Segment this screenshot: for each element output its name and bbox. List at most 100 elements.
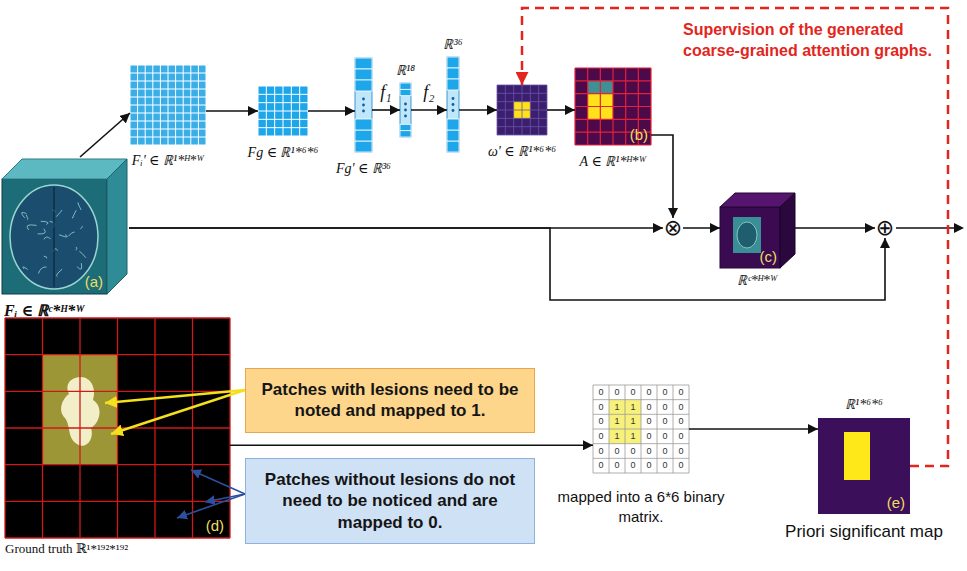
ellipsis-dot (452, 103, 455, 106)
grid-line (575, 119, 651, 120)
vector-ground (447, 57, 459, 152)
grid-line (575, 80, 651, 81)
grid-line (130, 65, 206, 66)
matrix-cell: 0 (593, 458, 609, 473)
matrix-cell: 0 (609, 458, 625, 473)
matrix-cell: 1 (625, 414, 641, 429)
grid-line (5, 354, 230, 355)
brain-midline (53, 187, 55, 287)
grid-line (575, 67, 651, 68)
flow-arrow (683, 227, 720, 229)
brain-texture (68, 232, 74, 236)
grid-line (130, 105, 206, 106)
function-label: f₁ (380, 82, 391, 103)
panel-tag: (c) (760, 248, 778, 265)
matrix-cell: 0 (673, 400, 689, 415)
matrix-cell: 0 (657, 414, 673, 429)
supervision-arrow (522, 8, 948, 466)
vector-cell (400, 124, 411, 130)
flow-arrow (411, 109, 447, 111)
vector-cell (447, 68, 459, 79)
tensor-label: ℝ³⁶ (443, 34, 462, 53)
flow-arrow (795, 227, 875, 229)
grid-line (130, 81, 206, 82)
matrix-cell: 0 (641, 429, 657, 444)
matrix-cell: 0 (657, 400, 673, 415)
node-figure (400, 83, 411, 137)
grid-line (497, 126, 547, 127)
grid-line (258, 94, 308, 95)
vector-cell (447, 79, 459, 90)
brain-texture (78, 203, 81, 210)
grid-line (5, 501, 230, 502)
grid-line (5, 317, 230, 318)
matrix-cell: 1 (609, 429, 625, 444)
output-arrow (896, 227, 955, 229)
node-figure (497, 85, 547, 135)
grid-line (497, 118, 547, 119)
hidden-vector: ℝ¹⁸ (400, 83, 411, 137)
brain-texture (22, 212, 27, 217)
brain-texture (38, 229, 46, 234)
ellipsis-dot (362, 98, 365, 101)
tensor-label: A ∈ ℝ¹*ᴴ*ᵂ (580, 151, 647, 170)
grid-line (130, 121, 206, 122)
add-operator: ⊕ (875, 218, 895, 238)
operator-symbol: ⊕ (876, 217, 894, 239)
grid-line (575, 144, 651, 145)
grid-line (497, 101, 547, 102)
grid-line (593, 385, 689, 386)
output-arrow-head (954, 223, 964, 233)
brain-texture (41, 221, 48, 224)
node-figure (2, 157, 129, 294)
grid-line (497, 93, 547, 94)
highlight-cell (625, 414, 641, 429)
note-text: Patches without lesions do not need to b… (256, 469, 524, 533)
matrix-cell: 0 (593, 414, 609, 429)
tensor-label: ℝ¹*⁶*⁶ (845, 394, 883, 413)
vector-cell (355, 80, 372, 91)
highlight-cell (588, 107, 601, 120)
matrix-cell: 0 (673, 414, 689, 429)
flow-arrow (80, 113, 130, 157)
ellipsis-dot (362, 110, 365, 113)
vector-cell (355, 130, 372, 141)
vector-cell (400, 89, 411, 95)
matrix-cell: 0 (673, 444, 689, 459)
highlight-cell (625, 400, 641, 415)
matrix-cell: 1 (625, 400, 641, 415)
grid-line (130, 145, 206, 146)
brain-texture (44, 237, 51, 239)
weighted-feature-cube: (c)ℝᶜ*ᴴ*ᵂ (720, 193, 795, 268)
brain-texture (80, 226, 82, 229)
brain-texture (44, 256, 47, 258)
panel-tag: (a) (85, 273, 103, 290)
grid-line (593, 473, 689, 474)
brain-texture (56, 210, 62, 217)
vector-cell (447, 130, 459, 141)
vector-cell (355, 141, 372, 152)
vector-cell (355, 69, 372, 80)
matrix-cell: 0 (625, 458, 641, 473)
grid-line (130, 113, 206, 114)
vector-cell (400, 131, 411, 137)
multiply-operator: ⊗ (663, 218, 683, 238)
brain-texture (79, 251, 86, 258)
brain-texture (26, 215, 28, 220)
brain-texture (38, 267, 46, 274)
grid-line (130, 137, 206, 138)
grid-line (575, 106, 651, 107)
matrix-cell: 0 (625, 385, 641, 400)
panel-tag: (d) (206, 517, 224, 534)
map-ground (497, 85, 547, 135)
panel-tag: (b) (630, 126, 648, 143)
grid-line (130, 89, 206, 90)
grid-line (5, 464, 230, 465)
prior-map: ℝ¹*⁶*⁶(e)Priori significant map (818, 418, 910, 514)
tensor-label: Fg ∈ ℝ¹*⁶*⁶ (248, 142, 319, 161)
matrix-cell: 0 (641, 458, 657, 473)
pooled-grid: Fg ∈ ℝ¹*⁶*⁶ (258, 86, 308, 136)
matrix-cell: 0 (641, 444, 657, 459)
matrix-cell: 0 (673, 458, 689, 473)
